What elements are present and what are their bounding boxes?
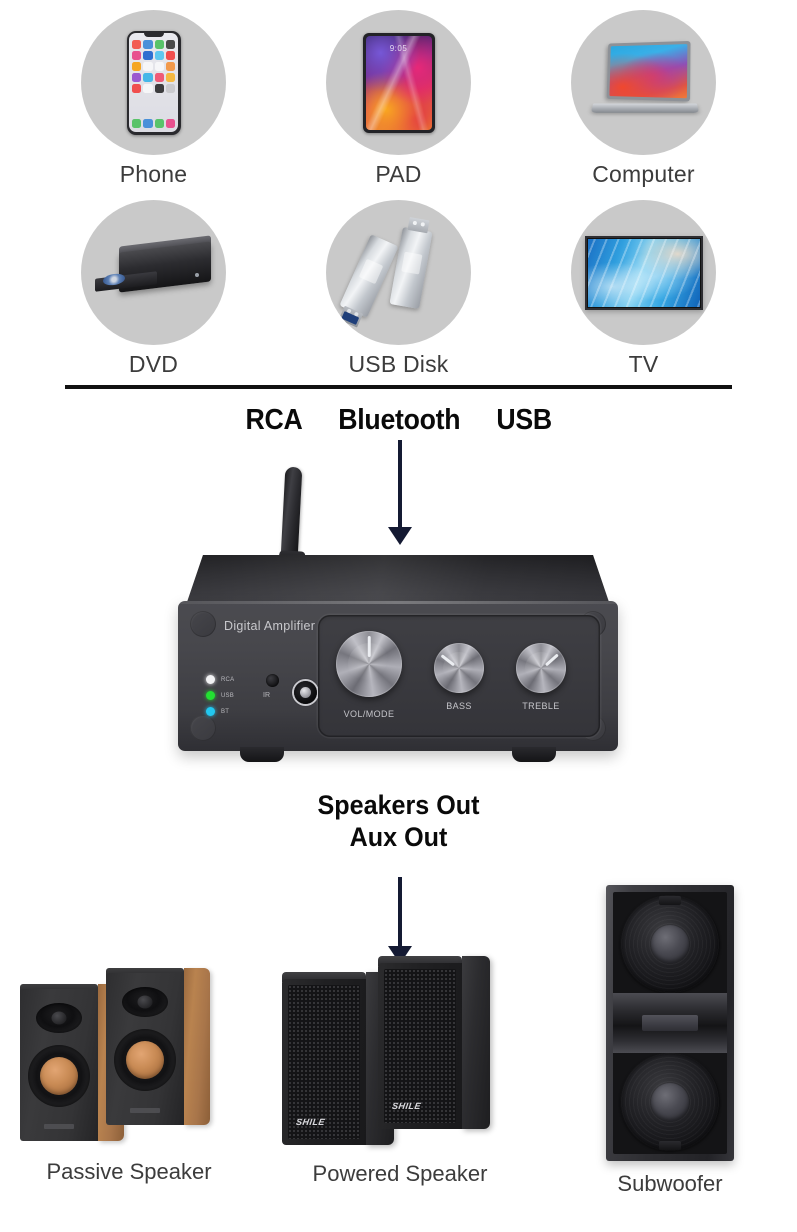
input-label-usb: USB xyxy=(496,404,552,436)
tablet-icon: 9:05 xyxy=(362,32,435,133)
led-lamp-usb xyxy=(206,691,215,700)
control-knob-plate: VOL/MODE BASS TREBLE xyxy=(318,615,600,737)
ir-receiver-icon xyxy=(266,674,279,687)
output-item-label: Subwoofer xyxy=(617,1171,723,1196)
source-item-label: TV xyxy=(628,351,659,377)
amplifier-top-chassis xyxy=(186,555,610,605)
source-item-label: Phone xyxy=(119,161,188,187)
pa-speaker-pair-icon: SHILE SHILE xyxy=(282,956,518,1145)
output-connection-labels: Speakers Out Aux Out xyxy=(0,790,797,854)
subwoofer-driver-top xyxy=(620,895,720,993)
input-label-bluetooth: Bluetooth xyxy=(338,404,461,436)
source-item-label: Computer xyxy=(592,161,695,187)
led-label-usb: USB xyxy=(221,692,234,699)
output-flow-arrow-icon xyxy=(398,877,402,947)
laptop-icon xyxy=(588,40,700,126)
usb-flash-drive-icon xyxy=(338,216,454,328)
source-item-label: DVD xyxy=(128,351,179,377)
dual-driver-subwoofer-icon xyxy=(606,885,734,1161)
source-item-dvd[interactable]: DVD xyxy=(59,200,249,378)
section-divider xyxy=(65,385,732,389)
bass-knob-pointer xyxy=(440,654,455,666)
output-item-label: Powered Speaker xyxy=(312,1161,488,1186)
subwoofer-bass-port xyxy=(613,992,727,1054)
led-indicator-cluster: RCA USB BT xyxy=(206,675,234,723)
led-label-rca: RCA xyxy=(221,676,235,683)
treble-knob[interactable] xyxy=(516,643,566,693)
output-item-powered-speaker[interactable]: SHILE SHILE Powered Speaker xyxy=(280,956,520,1187)
television-icon xyxy=(584,235,703,310)
input-flow-arrow-icon xyxy=(398,440,402,528)
output-devices-section: Passive Speaker SHILE SHILE Powered S xyxy=(0,885,797,1232)
led-indicator-rca: RCA xyxy=(206,675,234,684)
bass-knob[interactable] xyxy=(434,643,484,693)
source-icon-circle xyxy=(81,10,226,155)
output-item-subwoofer[interactable]: Subwoofer xyxy=(575,885,765,1197)
bass-knob-label: BASS xyxy=(446,701,472,711)
source-item-tv[interactable]: TV xyxy=(549,200,739,378)
source-icon-circle xyxy=(571,10,716,155)
amplifier-foot-right xyxy=(512,747,556,762)
source-item-usb-disk[interactable]: USB Disk xyxy=(304,200,494,378)
output-item-passive-speaker[interactable]: Passive Speaker xyxy=(18,968,240,1185)
volume-knob-label: VOL/MODE xyxy=(343,709,395,719)
pa-speaker-front: SHILE xyxy=(378,956,490,1129)
source-item-label: USB Disk xyxy=(348,351,449,377)
pa-speaker-badge-front: SHILE xyxy=(391,1101,422,1111)
amplifier-brand-text: Digital Amplifier xyxy=(224,619,316,633)
source-item-pad[interactable]: 9:05 PAD xyxy=(304,10,494,188)
bookshelf-speaker-pair-icon xyxy=(20,968,238,1143)
source-row-1: Phone 9:05 PAD Computer xyxy=(0,10,797,188)
screw-boss-bottom-left xyxy=(190,715,216,741)
ir-receiver-label: IR xyxy=(263,692,270,699)
volume-mode-knob[interactable] xyxy=(329,624,409,704)
knob-group-bass[interactable]: BASS xyxy=(434,643,484,711)
bookshelf-speaker-front xyxy=(106,968,210,1125)
source-icon-circle xyxy=(81,200,226,345)
source-devices-section: Phone 9:05 PAD Computer xyxy=(0,0,797,378)
input-connection-labels: RCA Bluetooth USB xyxy=(0,404,797,437)
bluetooth-antenna-icon xyxy=(280,466,303,560)
knob-group-volume[interactable]: VOL/MODE xyxy=(329,624,409,719)
led-label-bt: BT xyxy=(221,708,230,715)
digital-amplifier-product: Digital Amplifier RCA USB BT IR xyxy=(178,455,618,785)
source-item-label: PAD xyxy=(375,161,422,187)
source-item-phone[interactable]: Phone xyxy=(59,10,249,188)
output-label-aux-out: Aux Out xyxy=(349,821,448,852)
led-indicator-bt: BT xyxy=(206,707,234,716)
source-icon-circle: 9:05 xyxy=(326,10,471,155)
subwoofer-driver-bottom xyxy=(620,1053,720,1151)
treble-knob-label: TREBLE xyxy=(522,701,560,711)
led-lamp-rca xyxy=(206,675,215,684)
input-label-rca: RCA xyxy=(245,404,303,436)
led-indicator-usb: USB xyxy=(206,691,234,700)
screw-boss-top-left xyxy=(190,611,216,637)
amplifier-foot-left xyxy=(240,747,284,762)
smartphone-icon xyxy=(126,30,181,135)
source-item-computer[interactable]: Computer xyxy=(549,10,739,188)
source-icon-circle xyxy=(326,200,471,345)
pa-speaker-badge-rear: SHILE xyxy=(295,1117,326,1127)
bookshelf-speaker-rear xyxy=(20,984,124,1141)
output-label-speakers-out: Speakers Out xyxy=(317,790,480,820)
headphone-jack-port[interactable] xyxy=(294,681,317,704)
treble-knob-pointer xyxy=(544,652,559,666)
source-row-2: DVD USB Disk xyxy=(0,200,797,378)
source-icon-circle xyxy=(571,200,716,345)
amplifier-top-sheen xyxy=(186,555,610,605)
amplifier-front-panel: Digital Amplifier RCA USB BT IR xyxy=(178,601,618,751)
output-item-label: Passive Speaker xyxy=(46,1159,212,1184)
dvd-player-icon xyxy=(94,234,213,305)
volume-knob-pointer xyxy=(367,635,371,657)
led-lamp-bt xyxy=(206,707,215,716)
knob-group-treble[interactable]: TREBLE xyxy=(516,643,566,711)
